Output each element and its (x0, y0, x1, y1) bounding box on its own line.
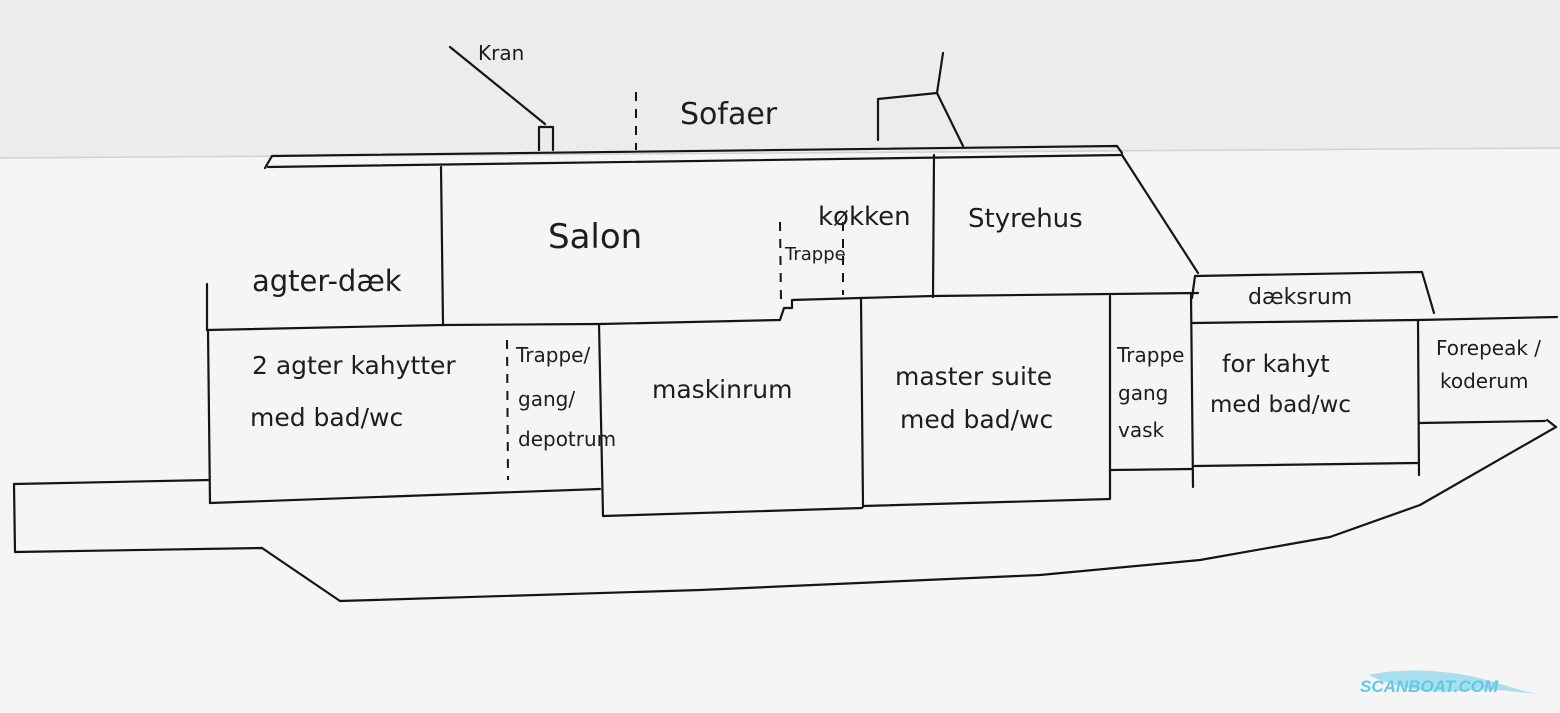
hull-stem (1545, 418, 1558, 429)
label-kokken: køkken (818, 202, 911, 232)
label-trappe-gang-1: Trappe/ (515, 343, 590, 367)
salon-aft-wall (439, 165, 445, 326)
label-sofaer: Sofaer (680, 97, 778, 132)
label-for-kahyt-2: med bad/wc (1210, 392, 1351, 418)
fwd-cabin-fwd-wall (1416, 318, 1421, 477)
label-agterdaek: agter-dæk (252, 264, 402, 298)
label-forepeak-2: koderum (1440, 369, 1529, 393)
label-trappe-gang-3: depotrum (518, 427, 616, 451)
crane-arm (448, 45, 547, 126)
wheelhouse-front (1120, 153, 1200, 275)
label-trappe-vask-1: Trappe (1116, 343, 1184, 367)
label-agter-kahytter-2: med bad/wc (250, 403, 403, 432)
hull-aft (12, 478, 342, 603)
main-deck-line (266, 153, 1124, 169)
engine-aft-wall (597, 322, 605, 518)
label-maskinrum: maskinrum (652, 375, 792, 404)
wash-floor (1109, 467, 1194, 472)
paper-upper (0, 0, 1560, 160)
label-for-kahyt-1: for kahyt (1222, 350, 1330, 378)
label-master-suite-1: master suite (895, 362, 1052, 391)
label-daeksrum: dæksrum (1248, 285, 1352, 310)
aft-cabins-aft-wall (206, 328, 212, 505)
label-salon: Salon (548, 217, 642, 257)
wheelhouse-aft-wall (931, 153, 936, 299)
label-master-suite-2: med bad/wc (900, 405, 1053, 434)
crane-post (537, 125, 555, 152)
master-bottom (861, 497, 1112, 508)
label-trappe-salon: Trappe (784, 244, 846, 265)
hull-keel (338, 425, 1558, 603)
deck-room-floor (1191, 318, 1420, 325)
stairs-dash-aft (506, 339, 509, 481)
watermark-wave-icon (1368, 670, 1538, 694)
sundeck-line (263, 144, 1124, 170)
label-kran: Kran (478, 41, 524, 65)
label-forepeak-1: Forepeak / (1436, 336, 1541, 360)
salon-stair-dash-1 (779, 221, 782, 301)
mast (935, 51, 945, 95)
scanboat-logo: SCANBOAT.COM (1360, 670, 1538, 696)
label-agter-kahytter-1: 2 agter kahytter (252, 351, 456, 380)
forepeak-floor (1417, 419, 1547, 425)
wash-fwd-wall (1189, 291, 1195, 489)
aft-deck-floor (205, 323, 445, 332)
label-trappe-gang-2: gang/ (518, 387, 575, 411)
aft-cabins-bottom (208, 487, 602, 505)
salon-floor (441, 291, 1200, 327)
forepeak-top (1416, 315, 1559, 322)
wheelhouse-roof (876, 91, 965, 148)
fwd-cabin-floor (1192, 461, 1420, 468)
master-aft-wall (859, 296, 865, 509)
engine-bottom (601, 506, 864, 518)
paper-fold (0, 147, 1560, 159)
label-styrehus: Styrehus (968, 204, 1083, 234)
watermark-text: SCANBOAT.COM (1360, 677, 1499, 696)
paper-lower (0, 148, 1560, 713)
label-trappe-vask-2: gang (1118, 381, 1168, 405)
deck-room (1190, 270, 1436, 315)
label-trappe-vask-3: vask (1118, 418, 1165, 442)
